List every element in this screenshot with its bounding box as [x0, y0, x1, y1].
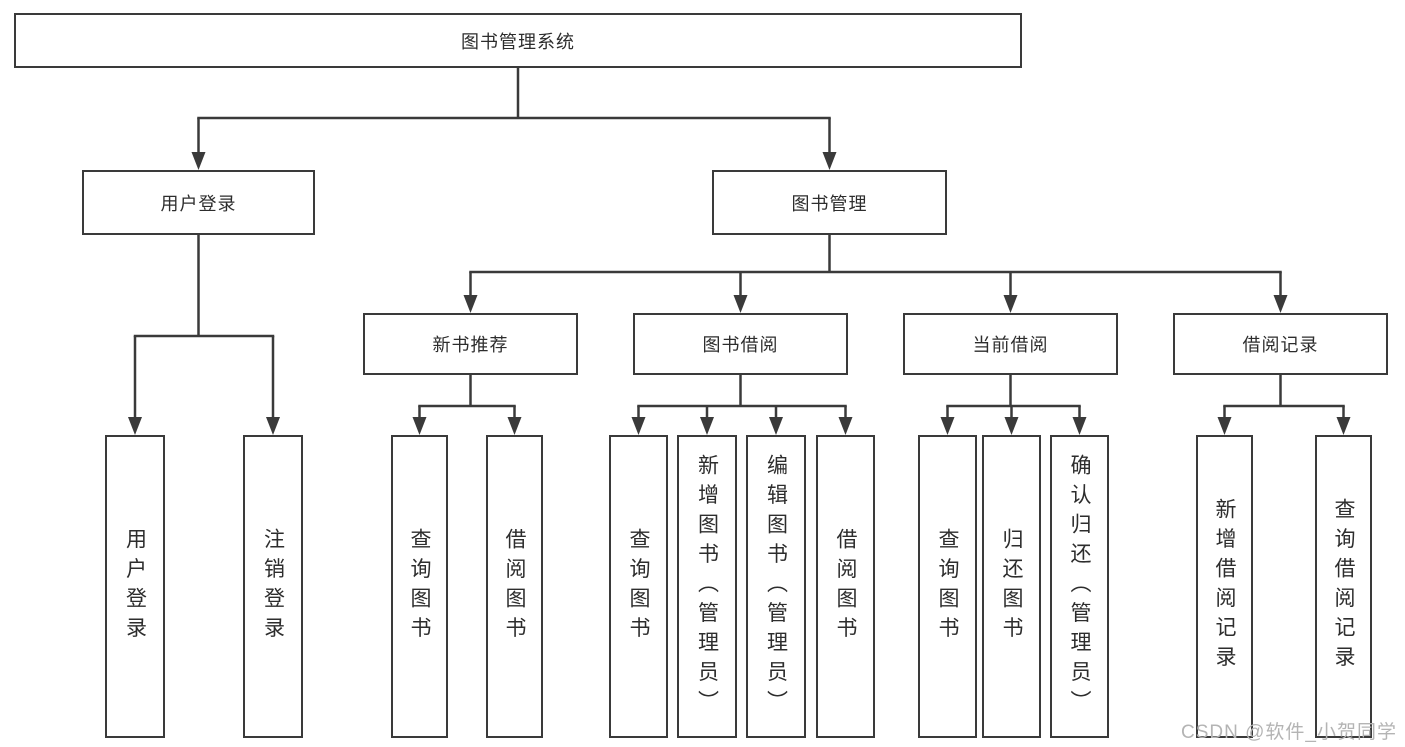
leaf-recommend-query-books: 查询图书 [391, 435, 448, 738]
node-current-borrow: 当前借阅 [903, 313, 1118, 375]
leaf-add-books-admin: 新增图书（管理员） [677, 435, 737, 738]
node-book-management: 图书管理 [712, 170, 947, 235]
leaf-borrow-books: 借阅图书 [816, 435, 875, 738]
leaf-borrow-query-books: 查询图书 [609, 435, 668, 738]
node-root-system: 图书管理系统 [14, 13, 1022, 68]
leaf-recommend-borrow-books: 借阅图书 [486, 435, 543, 738]
leaf-user-login: 用户登录 [105, 435, 165, 738]
leaf-logout: 注销登录 [243, 435, 303, 738]
node-book-borrow: 图书借阅 [633, 313, 848, 375]
leaf-add-borrow-record: 新增借阅记录 [1196, 435, 1253, 738]
node-user-login: 用户登录 [82, 170, 315, 235]
leaf-edit-books-admin: 编辑图书（管理员） [746, 435, 806, 738]
leaf-return-books: 归还图书 [982, 435, 1041, 738]
leaf-confirm-return-admin: 确认归还（管理员） [1050, 435, 1109, 738]
node-new-book-recommend: 新书推荐 [363, 313, 578, 375]
node-borrow-record: 借阅记录 [1173, 313, 1388, 375]
leaf-query-borrow-record: 查询借阅记录 [1315, 435, 1372, 738]
leaf-current-query-books: 查询图书 [918, 435, 977, 738]
